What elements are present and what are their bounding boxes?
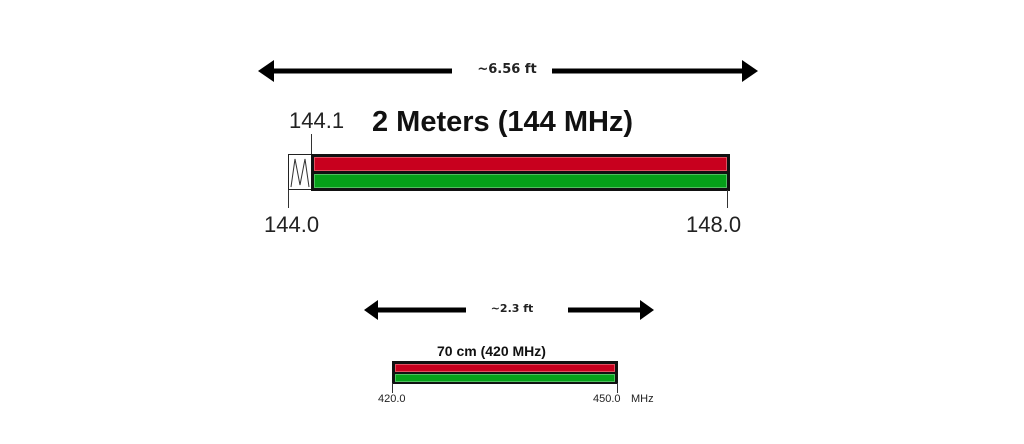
band-70cm-start-label: 420.0: [378, 393, 406, 405]
end-tick: [617, 383, 618, 393]
band-70cm-length-label: ~2.3 ft: [490, 302, 534, 315]
band-70cm-red-segment: [395, 364, 615, 372]
band-70cm-end-label: 450.0: [593, 393, 621, 405]
zigzag-icon: [290, 158, 310, 188]
double-arrow-icon: [364, 300, 654, 320]
band-2m-red-segment: [314, 157, 727, 171]
start-tick: [288, 190, 289, 208]
marker-tick: [311, 134, 312, 156]
band-70cm-green-segment: [395, 374, 615, 382]
band-2m-title: 2 Meters (144 MHz): [372, 106, 634, 138]
band-2m-end-label: 148.0: [686, 212, 742, 237]
end-tick: [727, 190, 728, 208]
double-arrow-icon: [258, 60, 758, 82]
excluded-segment: [288, 154, 312, 190]
band-70cm-unit-label: MHz: [631, 393, 654, 405]
band-2m-bar: [311, 154, 730, 191]
band-2m-start-label: 144.0: [264, 212, 320, 237]
band-70cm-title: 70 cm (420 MHz): [437, 343, 546, 359]
band-2m-green-segment: [314, 174, 727, 188]
start-tick: [392, 383, 393, 393]
band-70cm-bar: [392, 361, 618, 384]
band-2m-length-label: ~6.56 ft: [477, 62, 537, 77]
band-2m-marker-label: 144.1: [289, 108, 345, 133]
